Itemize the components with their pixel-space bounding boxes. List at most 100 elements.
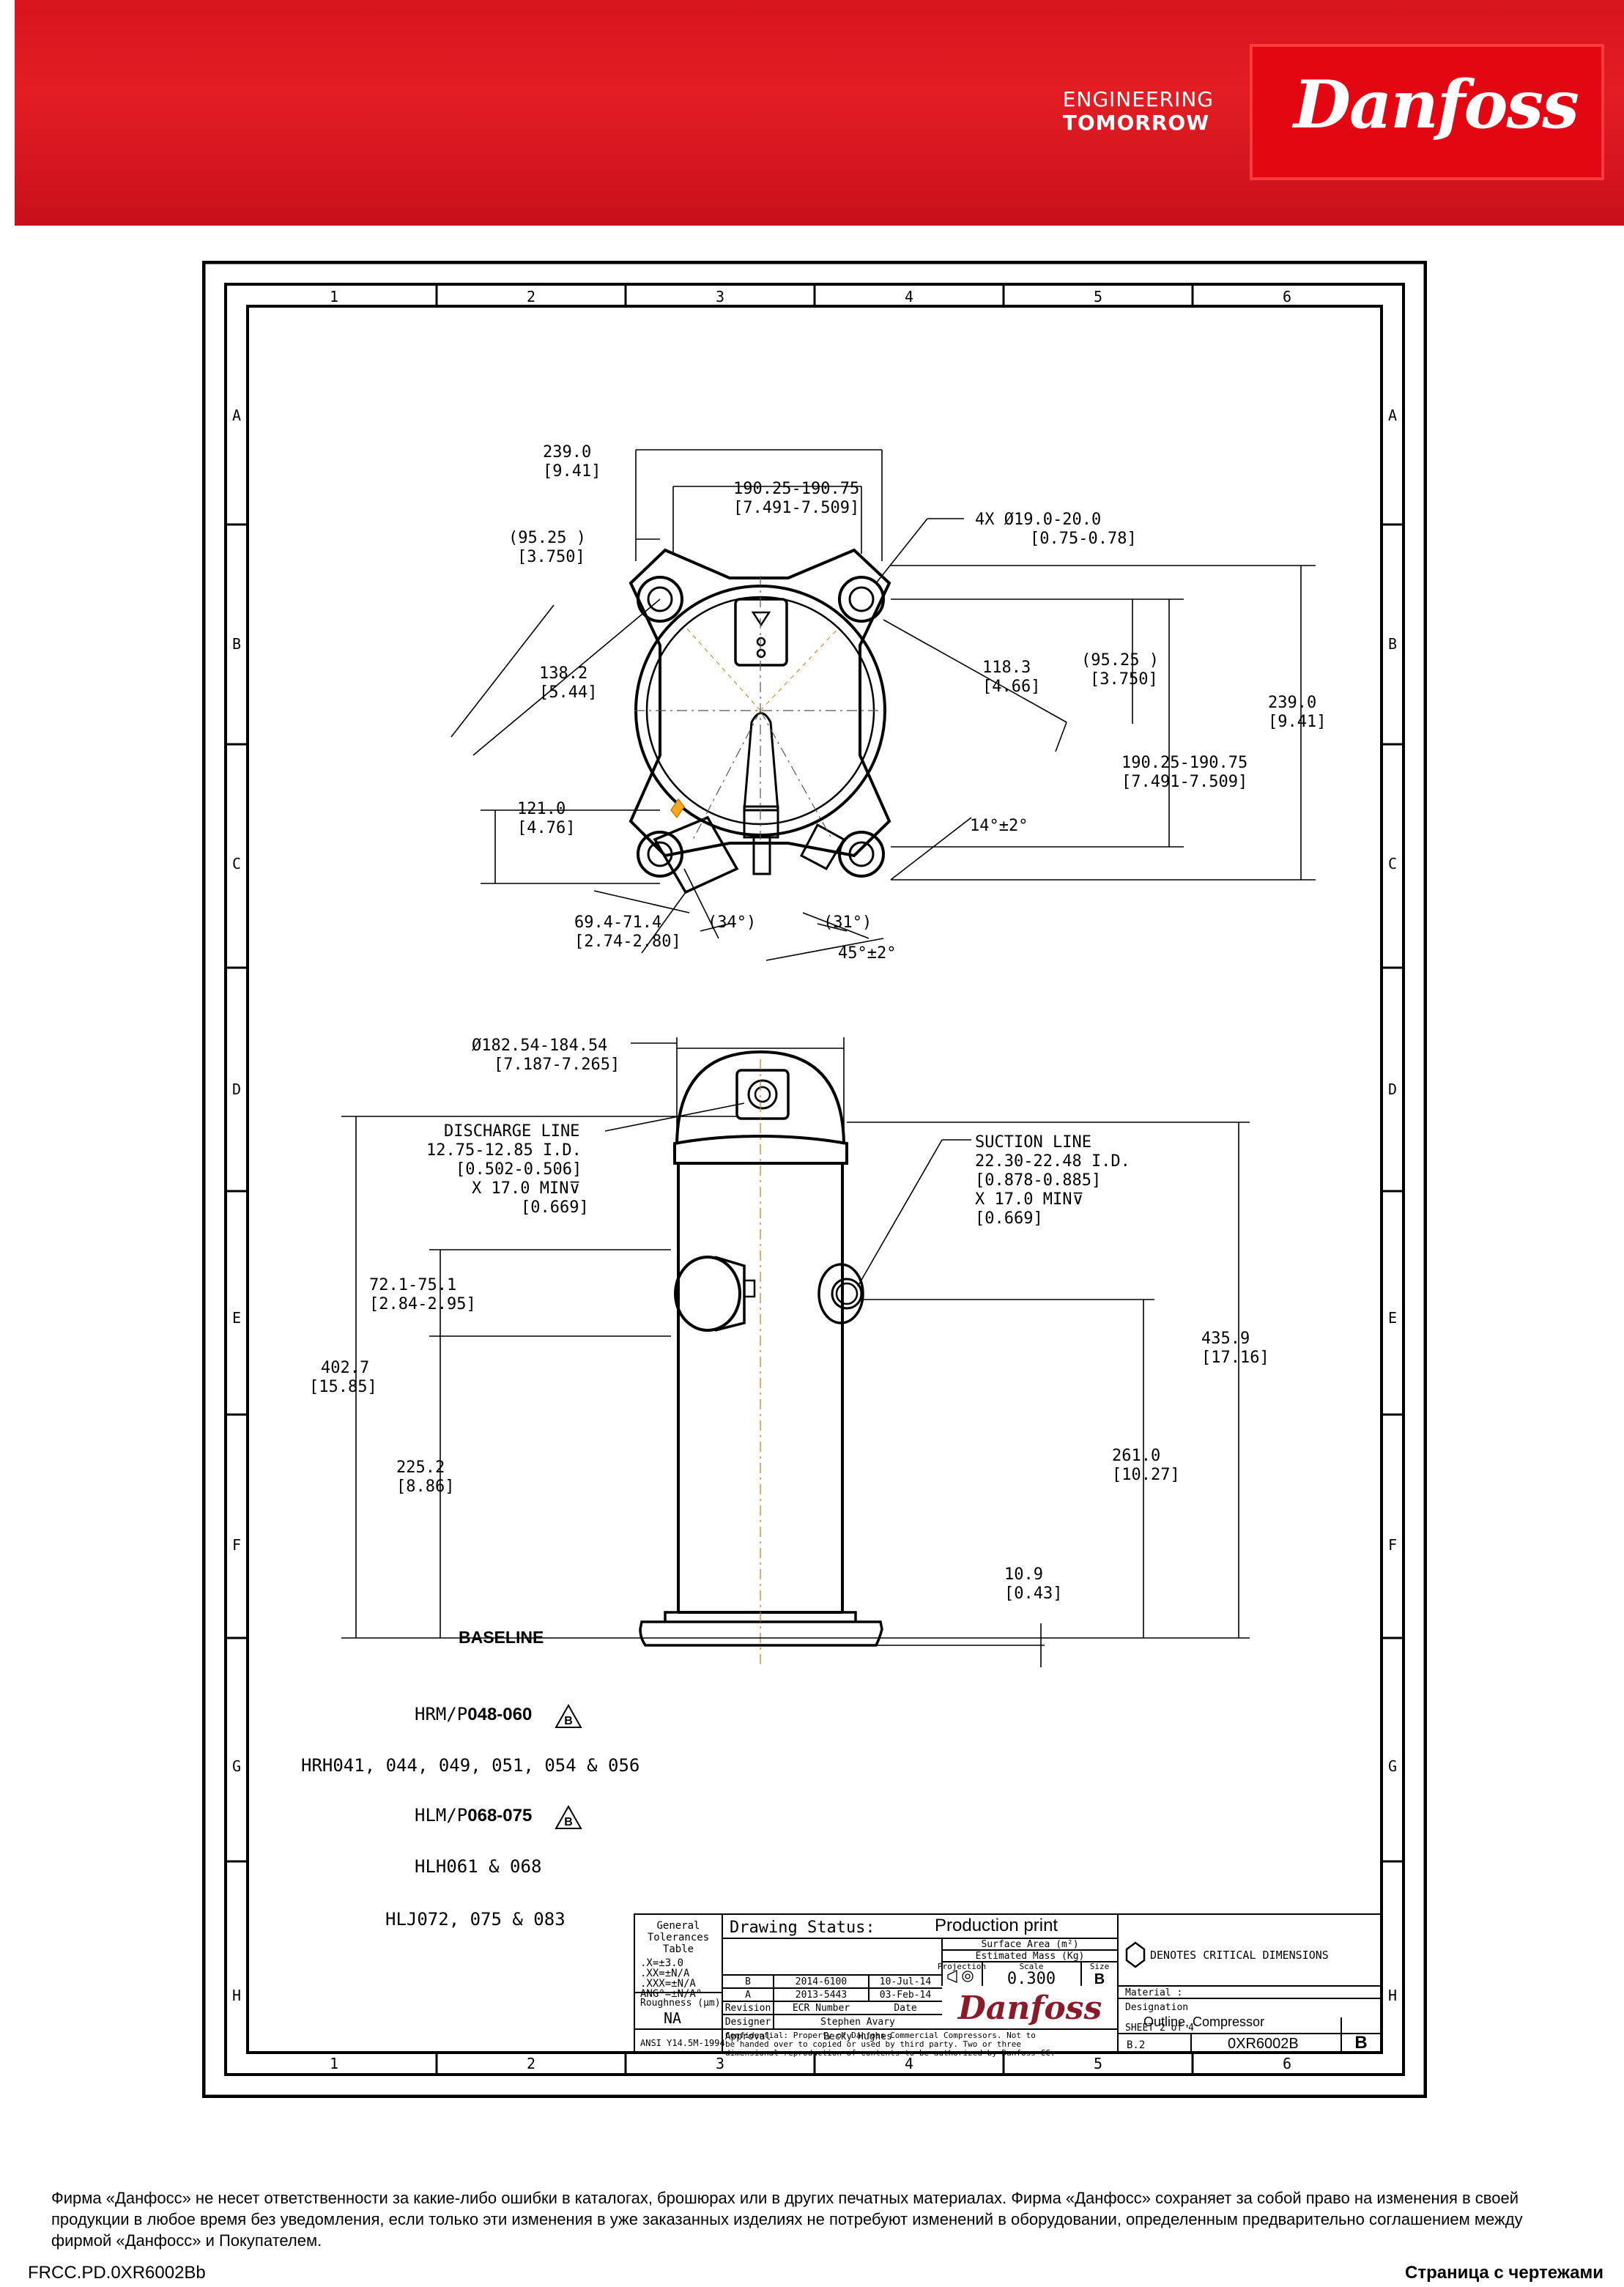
svg-text:Designation: Designation	[1125, 2002, 1188, 2013]
svg-text:402.7: 402.7	[321, 1359, 369, 1377]
svg-text:225.2: 225.2	[396, 1458, 445, 1477]
col-label-2: 2	[527, 288, 535, 305]
col-label-5-bottom: 5	[1094, 2055, 1102, 2072]
svg-text:B: B	[1094, 1971, 1105, 1987]
row-label-a: A	[232, 407, 241, 424]
svg-text:[0.669]: [0.669]	[521, 1198, 589, 1217]
side-view-drawing	[639, 1050, 883, 1667]
page-label: Страница с чертежами	[1405, 2263, 1603, 2283]
row-label-f-right: F	[1388, 1536, 1397, 1554]
side-view-dimension-lines	[341, 1037, 1250, 1667]
col-label-2-bottom: 2	[527, 2055, 535, 2072]
baseline-label: BASELINE	[459, 1628, 544, 1647]
model-list: HRM/P048-060 B HRH041, 044, 049, 051, 05…	[301, 1703, 639, 1930]
svg-text:[15.85]: [15.85]	[309, 1378, 377, 1396]
row-label-h-right: H	[1388, 1987, 1397, 2004]
svg-text:[2.84-2.95]: [2.84-2.95]	[369, 1295, 476, 1313]
svg-text:[3.750]: [3.750]	[517, 548, 585, 566]
svg-text:.XXX=±N/A: .XXX=±N/A	[640, 1978, 696, 1990]
svg-text:ANSI Y14.5M-1994: ANSI Y14.5M-1994	[640, 2038, 725, 2048]
row-label-b: B	[232, 635, 241, 653]
svg-text:.X=±3.0: .X=±3.0	[640, 1957, 683, 1969]
svg-text:A: A	[745, 1990, 751, 2001]
row-label-c-right: C	[1388, 855, 1397, 872]
col-label-4-bottom: 4	[905, 2055, 913, 2072]
svg-text:Tolerances: Tolerances	[648, 1932, 709, 1943]
svg-text:Stephen Avary: Stephen Avary	[820, 2017, 895, 2028]
svg-text:SUCTION LINE: SUCTION LINE	[975, 1133, 1091, 1152]
svg-text:[5.44]: [5.44]	[539, 683, 597, 702]
top-view-dimension-text: 239.0 [9.41] 190.25-190.75 [7.491-7.509]…	[508, 443, 1326, 963]
footer-disclaimer: Фирма «Данфосс» не несет ответственности…	[51, 2189, 1523, 2250]
svg-text:Date: Date	[894, 2003, 916, 2014]
svg-text:HRM/P048-060: HRM/P048-060	[415, 1704, 532, 1724]
svg-text:[17.16]: [17.16]	[1201, 1349, 1269, 1367]
critical-dimension-icon	[1125, 1941, 1146, 1968]
svg-text:(95.25 ): (95.25 )	[1081, 651, 1159, 670]
svg-text:B: B	[564, 1715, 573, 1727]
svg-text:4X Ø19.0-20.0: 4X Ø19.0-20.0	[975, 511, 1101, 529]
svg-text:[2.74-2.80]: [2.74-2.80]	[574, 933, 681, 951]
svg-text:239.0: 239.0	[1268, 694, 1316, 712]
brand-tagline: ENGINEERING TOMORROW	[1063, 88, 1214, 135]
svg-text:B: B	[745, 1976, 751, 1987]
svg-text:2013-5443: 2013-5443	[796, 1990, 847, 2001]
col-label-1: 1	[330, 288, 338, 305]
svg-text:121.0: 121.0	[517, 800, 566, 818]
svg-text:B: B	[1354, 2033, 1367, 2053]
svg-text:Table: Table	[663, 1943, 694, 1955]
svg-text:[8.86]: [8.86]	[396, 1478, 454, 1496]
tagline-line1: ENGINEERING	[1062, 87, 1214, 111]
svg-text:[0.43]: [0.43]	[1004, 1584, 1062, 1603]
svg-text:72.1-75.1: 72.1-75.1	[369, 1276, 456, 1294]
svg-text:[7.491-7.509]: [7.491-7.509]	[1121, 773, 1247, 791]
svg-text:dimensional reproduction of co: dimensional reproduction of contents to …	[725, 2048, 1055, 2058]
col-label-4: 4	[905, 288, 913, 305]
svg-text:Material :: Material :	[1125, 1987, 1182, 1998]
svg-text:Production print: Production print	[935, 1916, 1058, 1935]
svg-text:[0.75-0.78]: [0.75-0.78]	[1030, 530, 1137, 548]
svg-text:0XR6002B: 0XR6002B	[1228, 2036, 1299, 2052]
col-label-3-bottom: 3	[716, 2055, 724, 2072]
tagline-line2: TOMORROW	[1062, 111, 1210, 135]
svg-text:Revision: Revision	[725, 2003, 771, 2014]
row-label-d: D	[232, 1081, 241, 1098]
svg-text:[9.41]: [9.41]	[543, 462, 601, 481]
svg-text:Roughness (µm): Roughness (µm)	[640, 1998, 721, 2009]
svg-text:[4.76]: [4.76]	[517, 819, 575, 837]
svg-text:[7.187-7.265]: [7.187-7.265]	[494, 1056, 620, 1074]
svg-text:118.3: 118.3	[982, 659, 1031, 677]
col-label-5: 5	[1094, 288, 1102, 305]
svg-text:45°±2°: 45°±2°	[838, 944, 896, 963]
top-view-drawing	[629, 548, 891, 894]
svg-text:[10.27]: [10.27]	[1112, 1466, 1180, 1484]
side-view-dimension-text: Ø182.54-184.54 [7.187-7.265] DISCHARGE L…	[309, 1037, 1269, 1603]
svg-text:HLH061 & 068: HLH061 & 068	[415, 1856, 541, 1877]
svg-text:435.9: 435.9	[1201, 1330, 1250, 1348]
svg-text:190.25-190.75: 190.25-190.75	[733, 480, 859, 498]
svg-text:10.9: 10.9	[1004, 1565, 1043, 1584]
svg-text:[0.878-0.885]: [0.878-0.885]	[975, 1171, 1101, 1190]
col-label-6: 6	[1283, 288, 1291, 305]
svg-text:[9.41]: [9.41]	[1268, 713, 1326, 731]
col-label-3: 3	[716, 288, 724, 305]
row-label-c: C	[232, 855, 241, 872]
svg-text:Designer: Designer	[725, 2017, 771, 2028]
svg-text:ECR Number: ECR Number	[793, 2003, 850, 2014]
svg-text:(95.25 ): (95.25 )	[508, 529, 586, 547]
svg-text:Projection: Projection	[938, 1962, 986, 1971]
svg-text:(31°): (31°)	[823, 913, 872, 932]
svg-text:B: B	[564, 1816, 573, 1828]
svg-text:Becky Hughes: Becky Hughes	[823, 2031, 892, 2042]
svg-text:Size: Size	[1090, 1962, 1110, 1971]
svg-text:03-Feb-14: 03-Feb-14	[880, 1990, 932, 2001]
svg-text:B.2: B.2	[1127, 2039, 1145, 2051]
col-label-1-bottom: 1	[330, 2055, 338, 2072]
outer-frame	[201, 260, 1428, 2099]
svg-text:[3.750]: [3.750]	[1090, 670, 1158, 689]
row-label-b-right: B	[1388, 635, 1397, 653]
svg-text:[0.502-0.506]: [0.502-0.506]	[456, 1160, 582, 1179]
svg-text:239.0: 239.0	[543, 443, 591, 462]
svg-text:Outline, Compressor: Outline, Compressor	[1143, 2014, 1264, 2029]
danfoss-logo: Danfoss	[1250, 44, 1604, 180]
